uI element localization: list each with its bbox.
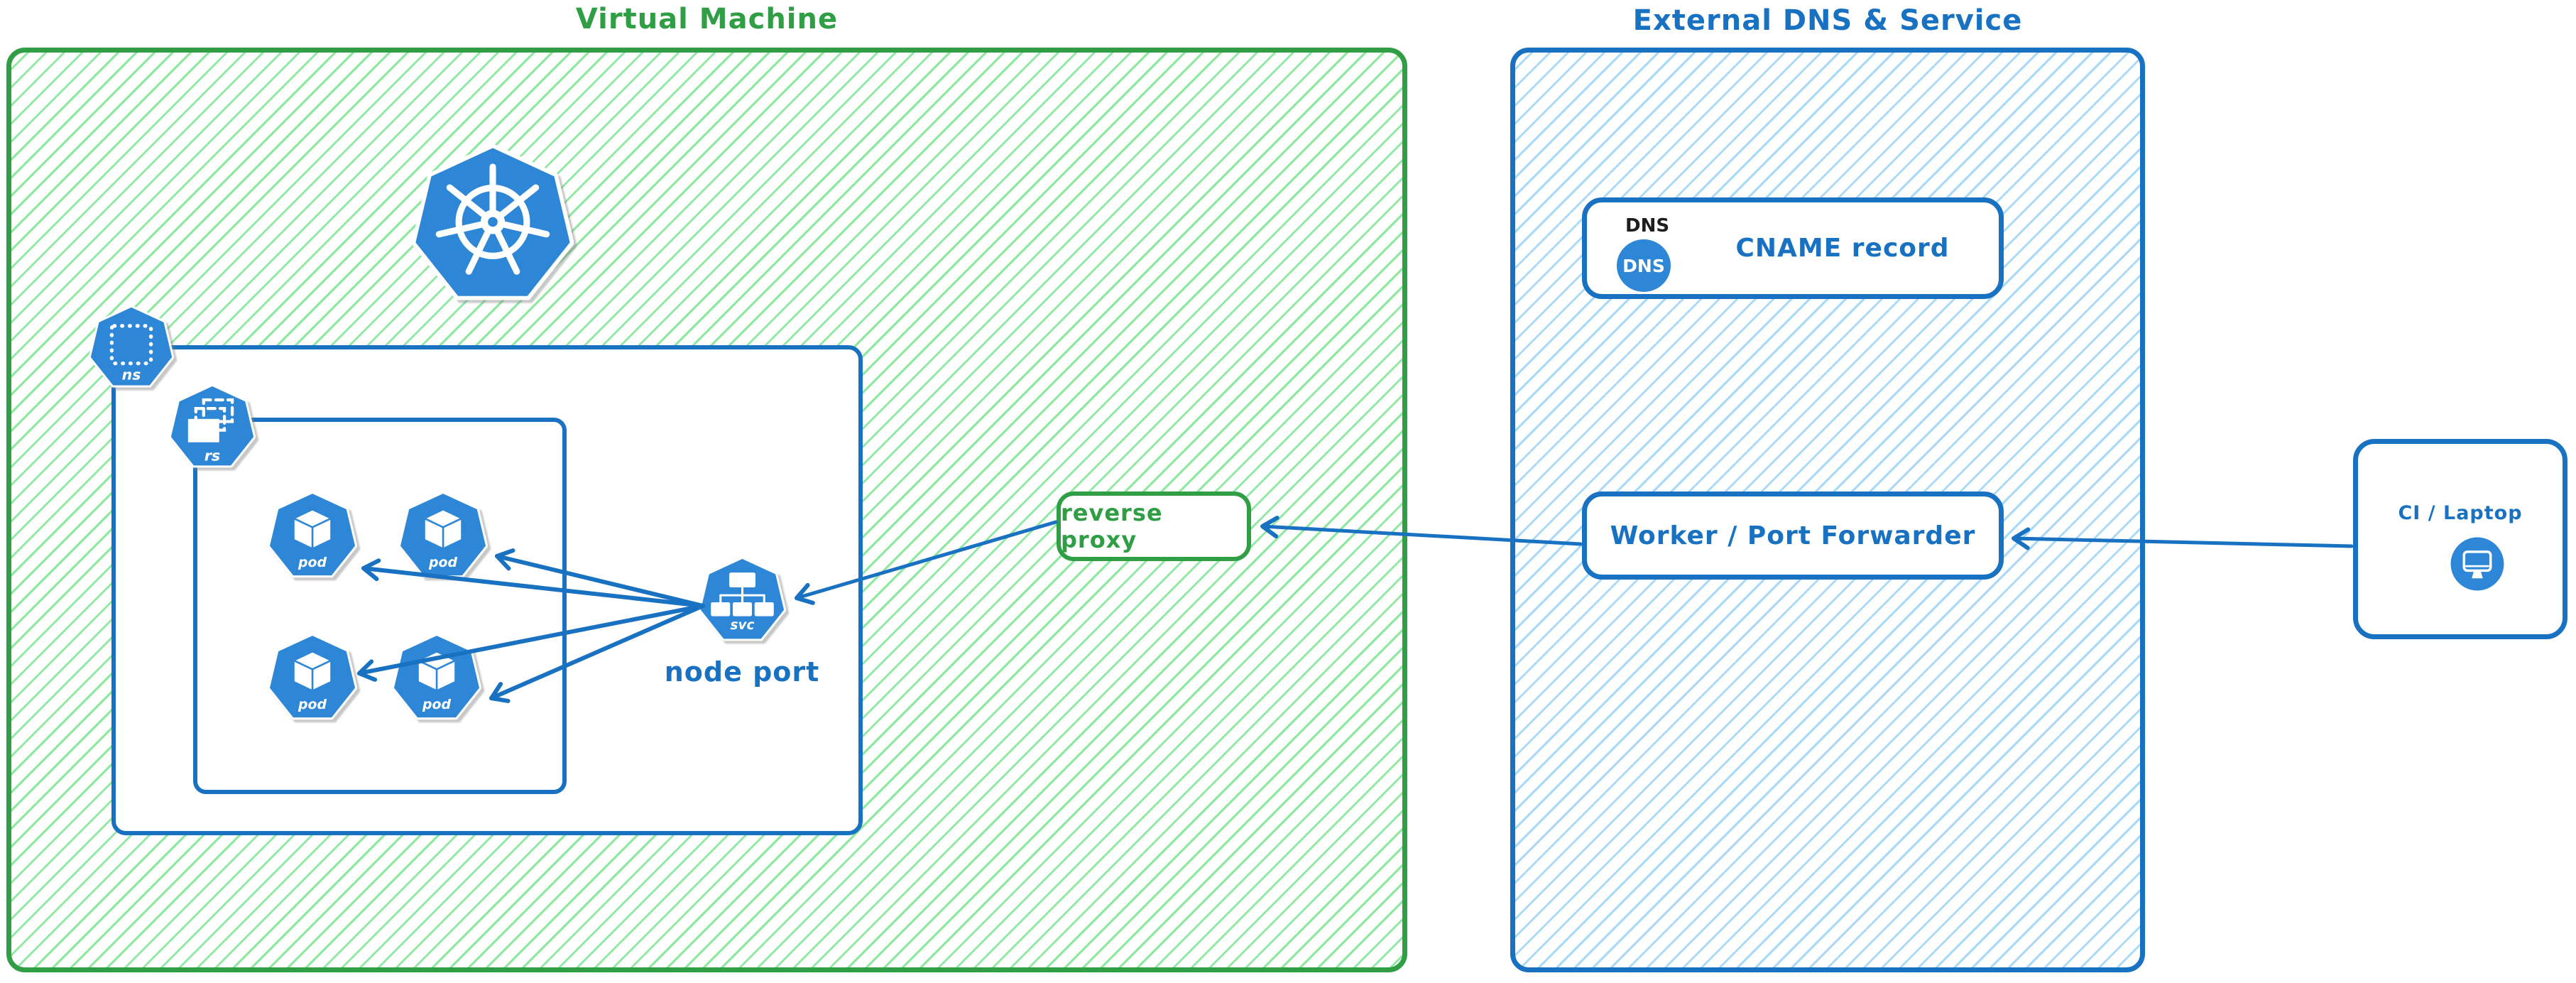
- dns-tag-label: DNS: [1625, 215, 1670, 237]
- ci-laptop-label: CI / Laptop: [2398, 502, 2523, 524]
- pod-icon[interactable]: pod: [268, 634, 357, 723]
- reverse-proxy-label: reverse proxy: [1061, 499, 1163, 553]
- dns-icon-label: DNS: [1622, 255, 1665, 276]
- pod-icon-label: pod: [428, 555, 458, 570]
- worker-port-forwarder-label: Worker / Port Forwarder: [1610, 521, 1976, 550]
- cname-record-label: CNAME record: [1735, 234, 1950, 263]
- pod-icon[interactable]: pod: [398, 492, 488, 581]
- external-dns-service-title: External DNS & Service: [1632, 4, 2023, 37]
- namespace-icon-label: ns: [122, 366, 141, 383]
- virtual-machine-title: Virtual Machine: [575, 3, 839, 36]
- ci-laptop-box[interactable]: CI / Laptop: [2353, 439, 2567, 639]
- pod-icon-label: pod: [422, 697, 452, 712]
- replicaset-icon[interactable]: rs: [169, 384, 256, 471]
- service-icon-label: svc: [731, 618, 755, 633]
- replicaset-icon-label: rs: [204, 447, 221, 464]
- pod-icon[interactable]: pod: [392, 634, 481, 723]
- node-port-label: node port: [664, 656, 820, 688]
- namespace-icon[interactable]: ns: [89, 305, 174, 391]
- pod-icon-label: pod: [298, 697, 327, 712]
- reverse-proxy-box[interactable]: reverse proxy: [1057, 492, 1251, 561]
- dns-icon: DNS: [1617, 239, 1671, 292]
- dns-record-box[interactable]: DNS DNS CNAME record: [1582, 197, 2004, 299]
- worker-port-forwarder-box[interactable]: Worker / Port Forwarder: [1582, 492, 2004, 580]
- replicaset-box[interactable]: [193, 418, 567, 794]
- monitor-icon: [2450, 537, 2504, 591]
- kubernetes-icon[interactable]: [412, 144, 574, 306]
- pod-icon[interactable]: pod: [268, 492, 357, 581]
- service-icon[interactable]: svc: [699, 557, 786, 644]
- pod-icon-label: pod: [298, 555, 327, 570]
